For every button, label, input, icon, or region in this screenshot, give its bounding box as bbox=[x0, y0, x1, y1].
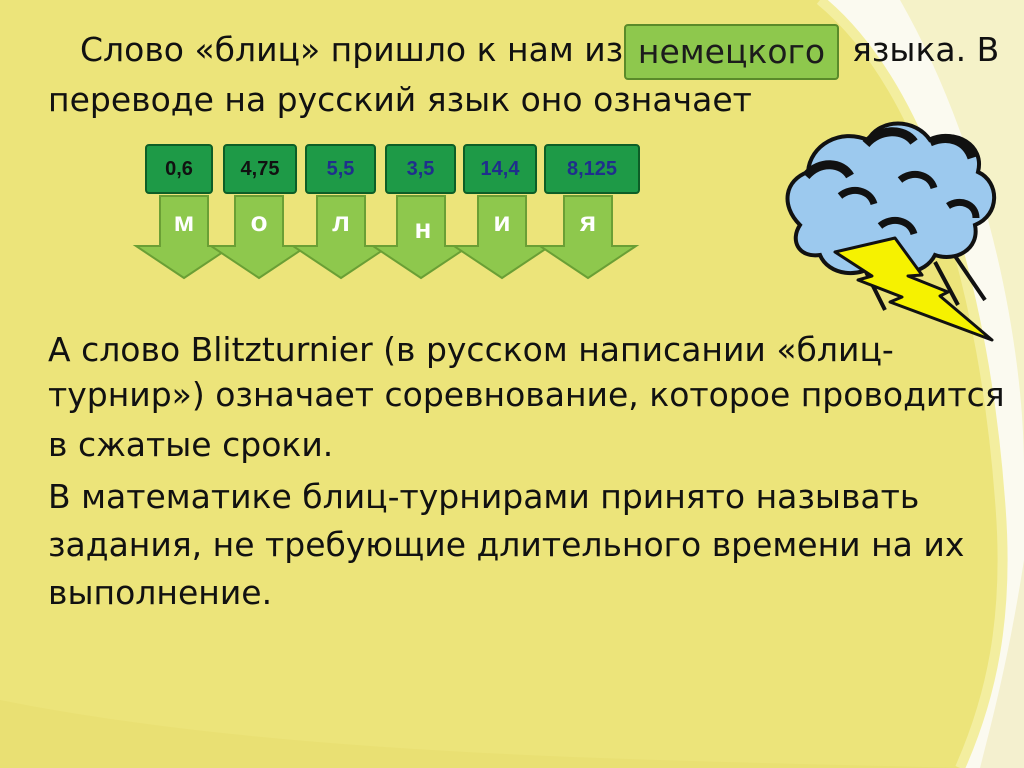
answer-badge-german: немецкого bbox=[624, 24, 839, 80]
down-arrow-2 bbox=[207, 195, 311, 280]
math-line-1: В математике блиц-турнирами принято назы… bbox=[48, 477, 920, 516]
blitzturnier-line-3: в сжатые сроки. bbox=[48, 425, 334, 464]
number-box-3: 5,5 bbox=[305, 144, 376, 194]
cipher-letter-1: м bbox=[173, 206, 195, 237]
cipher-letter-2: о bbox=[250, 206, 268, 237]
number-box-4: 3,5 bbox=[385, 144, 456, 194]
intro-text-part2: языка. В bbox=[852, 30, 1000, 69]
cipher-letter-5: и bbox=[493, 206, 511, 237]
number-box-2: 4,75 bbox=[223, 144, 297, 194]
down-arrow-4 bbox=[369, 195, 473, 280]
math-line-3: выполнение. bbox=[48, 573, 273, 612]
down-arrow-5 bbox=[450, 195, 554, 280]
down-arrow-1 bbox=[132, 195, 236, 280]
number-box-6: 8,125 bbox=[544, 144, 640, 194]
lightning-bolt-icon bbox=[833, 236, 994, 342]
down-arrow-3 bbox=[289, 195, 393, 280]
blitzturnier-line-2: турнир») означает соревнование, которое … bbox=[48, 375, 1005, 414]
intro-line-2: переводе на русский язык оно означает bbox=[48, 80, 752, 119]
intro-line-1: Слово «блиц» пришло к нам из bbox=[80, 30, 623, 70]
cipher-letter-6: я bbox=[579, 206, 597, 237]
blitzturnier-line-1: А слово Blitzturnier (в русском написани… bbox=[48, 330, 894, 369]
down-arrow-6 bbox=[536, 195, 640, 280]
cipher-letter-4: н bbox=[414, 213, 432, 244]
intro-text-part1: Слово «блиц» пришло к нам из bbox=[80, 30, 624, 69]
cipher-letter-3: л bbox=[332, 206, 350, 237]
math-line-2: задания, не требующие длительного времен… bbox=[48, 525, 965, 564]
number-box-1: 0,6 bbox=[145, 144, 213, 194]
number-box-5: 14,4 bbox=[463, 144, 537, 194]
